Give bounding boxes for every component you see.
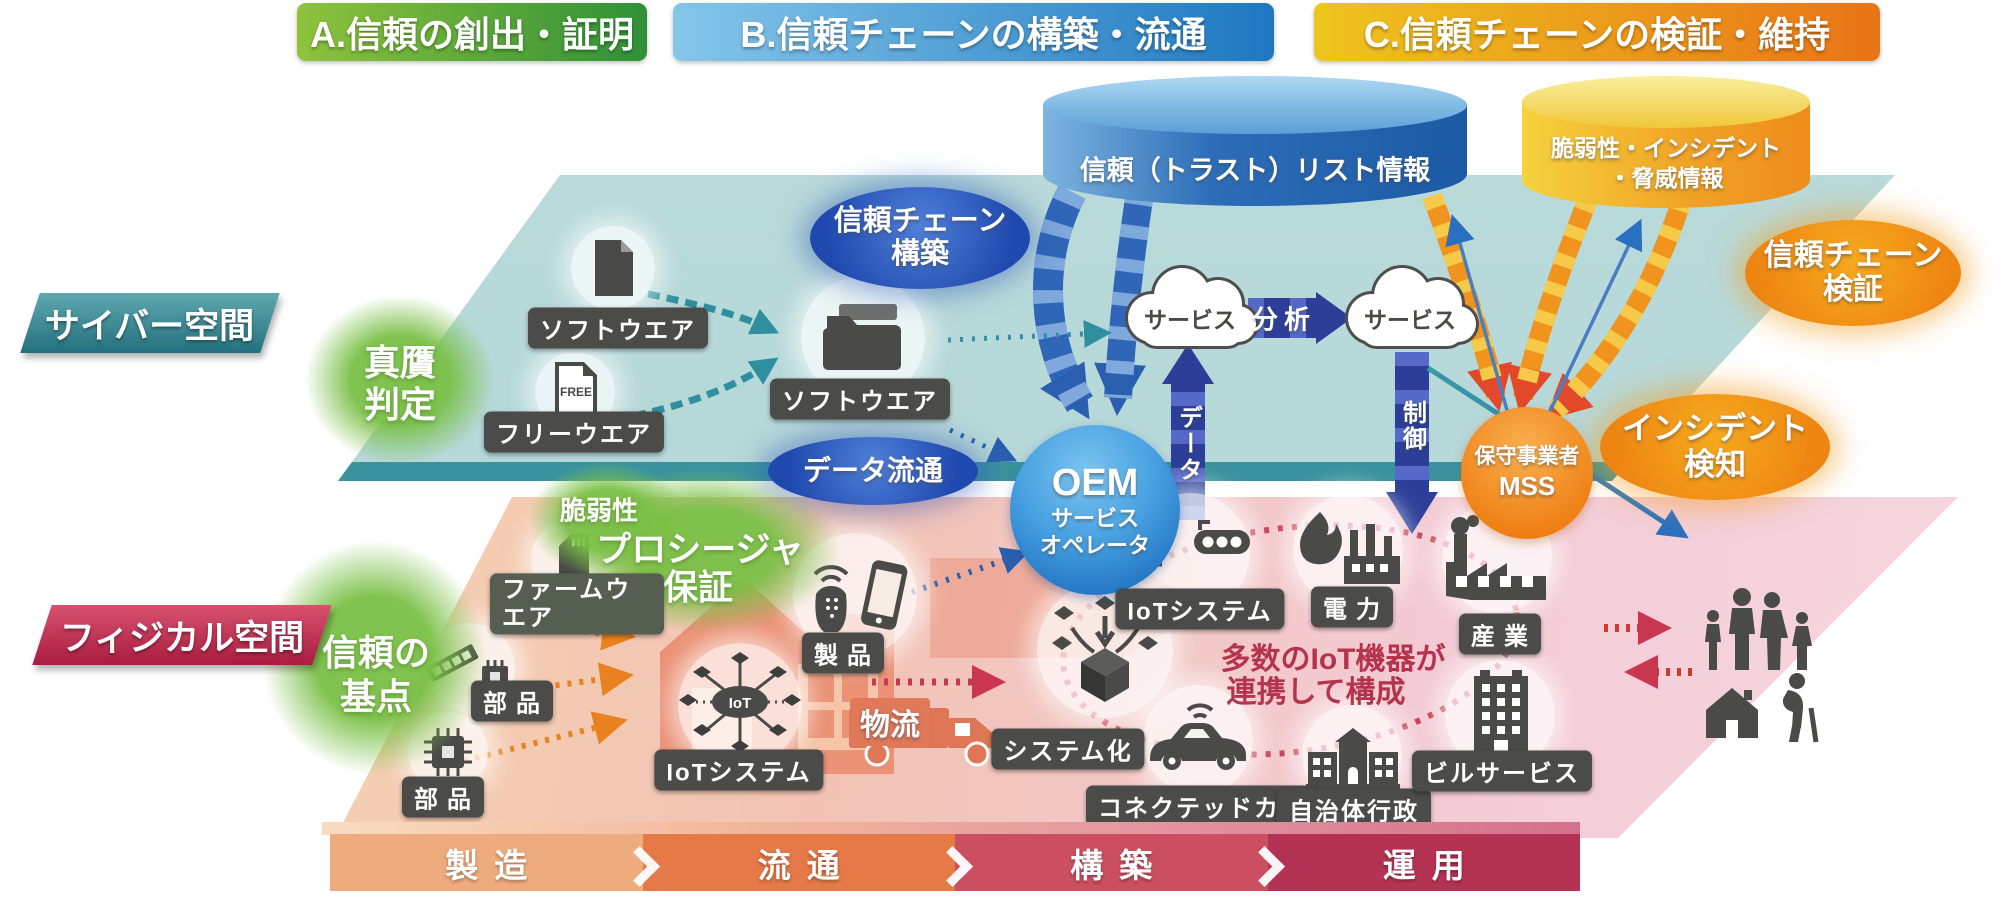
incident-detect-label-2: 検知 (1684, 447, 1746, 482)
stage-manufacturing: 製造 (330, 834, 643, 891)
control-flow-label: 制御 (1398, 400, 1426, 452)
power-tag: 電力 (1311, 586, 1393, 628)
trust-list-cylinder-label: 信頼（トラスト）リスト情報 (1079, 155, 1431, 186)
lifecycle-bar: 製造 流通 構築 運用 (330, 834, 1580, 891)
authenticity-blob (305, 295, 495, 465)
parts-to-factory-arrows (451, 616, 636, 767)
oem-title: OEM (1051, 461, 1139, 504)
product-tag: 製品 (802, 632, 884, 674)
folder-icon (823, 304, 901, 370)
header-c-label: C.信頼チェーンの検証・維持 (1363, 14, 1831, 55)
iot-system-factory-tag: IoTシステム (654, 749, 824, 791)
svg-text:FREE: FREE (560, 385, 592, 399)
chain-build-label-1: 信頼チェーン (833, 204, 1007, 237)
chain-build-bubble: 信頼チェーン 構築 (810, 187, 1030, 289)
control-down-arrow (1386, 352, 1438, 534)
cyber-space-label-text: サイバー空間 (45, 306, 255, 346)
systemization-tag: システム化 (991, 728, 1145, 770)
data-distribution-bubble: データ流通 (768, 437, 978, 505)
stage-operation: 運用 (1267, 834, 1580, 891)
software-chain-tag: ソフトウエア (770, 378, 950, 420)
service-cloud-left (1125, 265, 1259, 349)
svg-text:IoT: IoT (729, 695, 752, 712)
stage-construction: 構築 (955, 834, 1268, 891)
header-c-chain-verify: C.信頼チェーンの検証・維持 (1314, 3, 1880, 61)
chain-build-label-2: 構築 (890, 238, 949, 270)
municipality-building-icon (1306, 728, 1400, 789)
iot-system-city-tag: IoTシステム (1115, 588, 1285, 630)
trust-anchor-label-2: 基点 (339, 676, 413, 717)
oem-operator-node: OEM サービス オペレータ (1010, 425, 1180, 595)
mss-title: 保守事業者 (1474, 444, 1580, 468)
header-a-trust-creation: A.信頼の創出・証明 (297, 3, 647, 61)
freeware-tag: フリーウエア (484, 411, 664, 453)
ribbon-trustlist-to-oem (1033, 185, 1154, 420)
iot-cluster-note-2: 連携して構成 (1226, 676, 1406, 709)
trust-anchor-label-1: 信頼の (321, 632, 431, 673)
physical-space-label: フィジカル空間 (32, 605, 332, 665)
ribbon-vuln-to-mss (1422, 192, 1692, 421)
chain-verify-label-1: 信頼チェーン (1763, 238, 1943, 272)
building-service-icon (1474, 670, 1528, 756)
oem-subtitle-2: オペレータ (1039, 532, 1150, 558)
mss-subtitle: MSS (1498, 470, 1556, 501)
vulnerability-info-cylinder: 脆弱性・インシデント ・脅威情報 (1522, 76, 1810, 210)
software-to-folder-arrows (633, 290, 780, 420)
data-distribution-label: データ流通 (802, 454, 943, 486)
systemization-cubes-icon (1052, 596, 1158, 702)
industry-factory-icon (1446, 515, 1546, 600)
industry-tag: 産業 (1459, 613, 1541, 655)
elderly-person-icon (1782, 673, 1819, 743)
incident-detect-bubble: インシデント 検知 (1600, 394, 1830, 500)
service-cloud-left-label: サービス (1144, 307, 1236, 333)
house-icon (1706, 688, 1758, 738)
power-plant-icon (1300, 512, 1400, 584)
trust-list-cylinder: 信頼（トラスト）リスト情報 (1043, 76, 1467, 208)
iot-cluster-note-1: 多数のIoT機器が (1220, 643, 1446, 676)
lifecycle-bar-bevel (322, 822, 1580, 835)
procedure-label-2: 保証 (662, 568, 734, 608)
header-b-label: B.信頼チェーンの構築・流通 (740, 14, 1207, 55)
cyber-space-label: サイバー空間 (20, 293, 280, 353)
connected-car-icon (1150, 703, 1246, 770)
chain-verify-bubble: 信頼チェーン 検証 (1745, 220, 1961, 326)
consumer-arrows (1604, 611, 1692, 689)
header-b-chain-build: B.信頼チェーンの構築・流通 (673, 3, 1274, 61)
vuln-cylinder-label-1: 脆弱性・インシデント (1551, 135, 1781, 161)
family-icon (1705, 588, 1812, 670)
vulnerability-label: 脆弱性 (559, 495, 639, 526)
data-flow-label: データ (1174, 405, 1202, 483)
incident-detect-label-1: インシデント (1622, 411, 1808, 447)
iot-network-icon: IoT (679, 652, 801, 752)
analysis-arrow (1248, 292, 1352, 344)
oem-subtitle-1: サービス (1050, 506, 1139, 532)
header-a-label: A.信頼の創出・証明 (309, 14, 634, 55)
service-cloud-right-label: サービス (1364, 307, 1456, 333)
mss-provider-node: 保守事業者 MSS (1461, 407, 1593, 539)
freeware-file-icon: FREE (555, 362, 597, 420)
firmware-tag: ファームウエア (490, 573, 664, 635)
folder-to-service-arrow (947, 319, 1112, 348)
mss-feedback-arrows (1445, 214, 1643, 429)
stage-distribution: 流通 (642, 834, 955, 891)
vuln-cylinder-label-2: ・脅威情報 (1608, 165, 1724, 191)
software-file-icon (595, 240, 633, 296)
parts-b-tag: 部品 (402, 776, 484, 818)
parts-a-tag: 部品 (471, 680, 553, 722)
procedure-label-1: プロシージャ (596, 530, 804, 570)
product-to-oem-arrow (911, 547, 1030, 595)
authenticity-label-2: 判定 (363, 384, 437, 425)
analysis-flow-label: 分析 (1251, 304, 1317, 335)
building-service-tag: ビルサービス (1412, 750, 1592, 792)
physical-space-label-text: フィジカル空間 (59, 618, 305, 658)
service-cloud-right (1345, 265, 1479, 349)
authenticity-label-1: 真贋 (363, 342, 437, 383)
software-tag: ソフトウエア (528, 307, 708, 349)
chain-verify-label-2: 検証 (1823, 273, 1883, 306)
logistics-flow-label: 物流 (850, 698, 930, 746)
